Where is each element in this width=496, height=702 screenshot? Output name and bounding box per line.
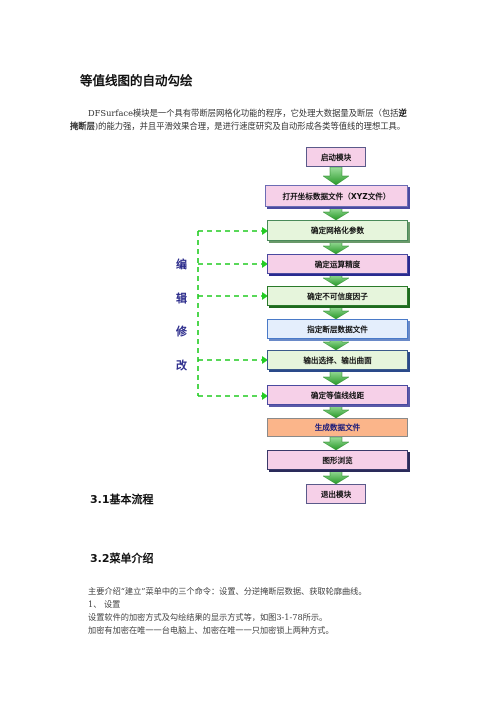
section-heading-menu: 3.2菜单介绍 — [90, 552, 154, 565]
flow-step-open-xyz: 打开坐标数据文件（XYZ文件） — [265, 185, 408, 207]
flow-step-precision: 确定运算精度 — [267, 254, 408, 274]
arrow-7 — [322, 369, 350, 386]
edit-label-char-2: 辑 — [176, 292, 187, 305]
intro-text-1: DFSurface模块是一个具有带断层网格化功能的程序，它处理大数据量及断层（包… — [88, 108, 399, 118]
arrow-1 — [322, 166, 350, 186]
flow-end: 退出模块 — [306, 484, 366, 504]
page-title: 等值线图的自动勾绘 — [80, 73, 193, 88]
edit-label-char-4: 改 — [176, 359, 187, 372]
edit-label-char-1: 编 — [176, 258, 187, 271]
edit-label-char-3: 修 — [176, 325, 187, 338]
intro-line-1: DFSurface模块是一个具有带断层网格化功能的程序，它处理大数据量及断层（包… — [88, 106, 433, 120]
edit-arrowhead-4 — [262, 356, 268, 364]
flow-step-graph-view: 图形浏览 — [267, 450, 408, 470]
arrow-9 — [322, 436, 350, 451]
body-paragraph-3: 设置软件的加密方式及勾绘结果的显示方式等，如图3-1-78所示。 — [88, 612, 328, 622]
arrow-6 — [322, 338, 350, 351]
body-paragraph-1: 主要介绍“建立”菜单中的三个命令：设置、分逆掩断层数据、获取轮廓曲线。 — [88, 586, 367, 596]
intro-bold-2: 掩断层 — [70, 121, 95, 131]
intro-line-2: 掩断层)的能力强，并且平滑效果合理，是进行速度研究及自动形成各类等值线的理想工具… — [70, 120, 405, 132]
arrow-8 — [322, 404, 350, 419]
edit-arrowhead-5 — [262, 392, 268, 400]
flow-step-generate-data: 生成数据文件 — [267, 418, 408, 437]
flow-step-fault-file: 指定断层数据文件 — [267, 319, 408, 339]
flow-start: 启动模块 — [306, 147, 366, 167]
section-heading-basic-flow: 3.1基本流程 — [90, 493, 154, 506]
edit-arrowheads — [262, 227, 268, 400]
arrow-2 — [322, 206, 350, 221]
edit-arrowhead-2 — [262, 260, 268, 268]
flow-step-contour-spacing: 确定等值线线距 — [267, 385, 408, 405]
arrow-10 — [322, 469, 350, 485]
arrow-5 — [322, 305, 350, 320]
intro-bold-1: 逆 — [398, 108, 407, 118]
flow-step-uncertainty: 确定不可信度因子 — [267, 286, 408, 306]
intro-text-2: )的能力强，并且平滑效果合理，是进行速度研究及自动形成各类等值线的理想工具。 — [94, 121, 406, 131]
edit-arrowhead-1 — [262, 227, 268, 235]
flow-arrows — [322, 166, 350, 485]
edit-arrowhead-3 — [262, 292, 268, 300]
arrow-4 — [322, 273, 350, 287]
flow-step-grid-params: 确定网格化参数 — [267, 220, 408, 241]
arrow-3 — [322, 240, 350, 255]
body-paragraph-4: 加密有加密在唯一一台电脑上、加密在唯一一只加密锁上两种方式。 — [88, 625, 334, 635]
body-paragraph-2: 1、 设置 — [88, 599, 121, 609]
edit-dashed-lines — [197, 230, 262, 397]
flow-step-output: 输出选择、输出曲面 — [267, 350, 408, 370]
